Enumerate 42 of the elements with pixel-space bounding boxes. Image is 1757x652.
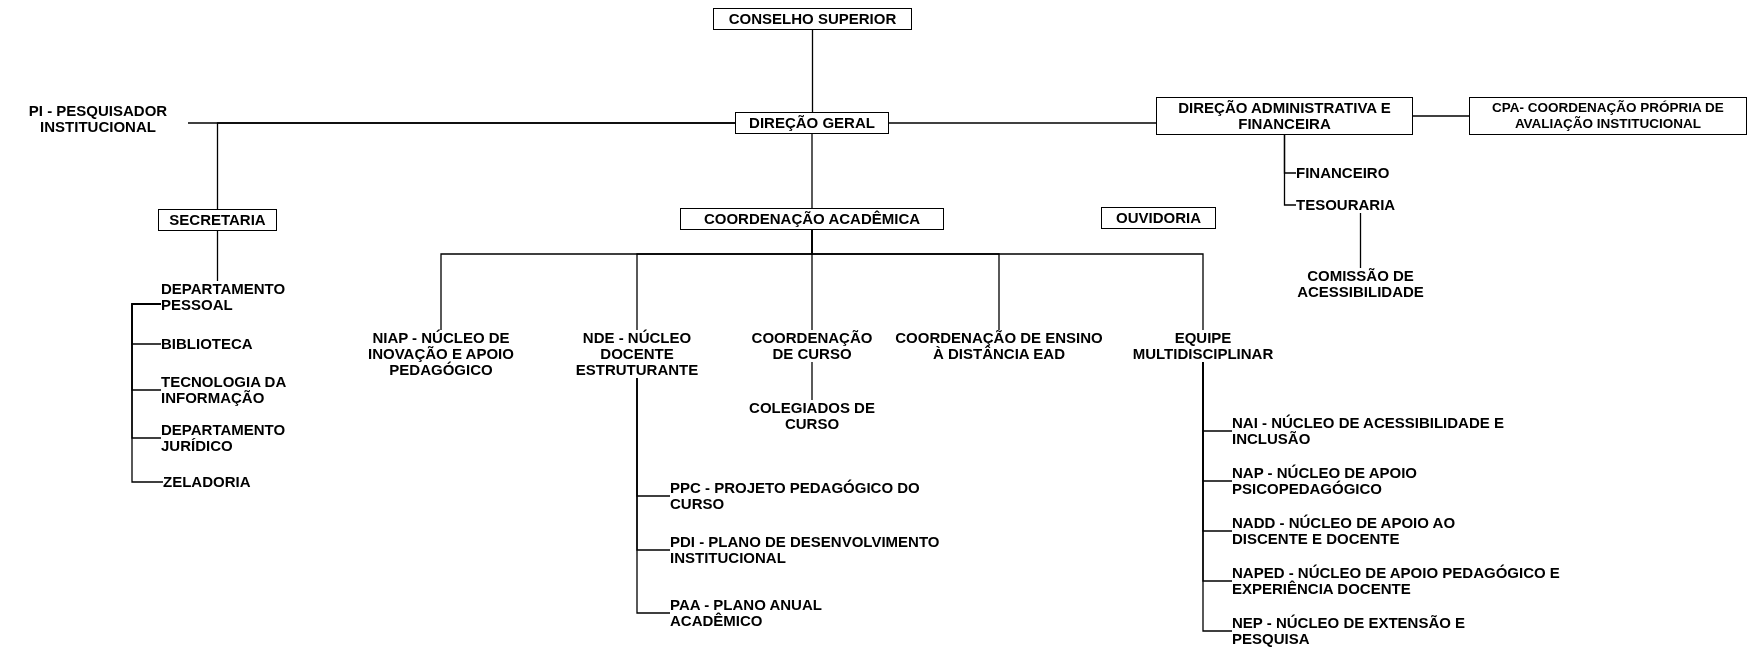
- org-label: NEP - NÚCLEO DE EXTENSÃO E PESQUISA: [1232, 615, 1467, 647]
- org-label: COMISSÃO DE ACESSIBILIDADE: [1296, 268, 1425, 300]
- org-label: DEPARTAMENTO JURÍDICO: [161, 422, 287, 454]
- connector-line: [1359, 212, 1362, 269]
- org-label: NAP - NÚCLEO DE APOIO PSICOPEDAGÓGICO: [1232, 465, 1419, 497]
- org-label: PPC - PROJETO PEDAGÓGICO DO CURSO: [670, 480, 921, 512]
- org-label: NAI - NÚCLEO DE ACESSIBILIDADE E INCLUSÃO: [1232, 415, 1505, 447]
- org-box: CONSELHO SUPERIOR: [713, 8, 912, 30]
- org-label: PDI - PLANO DE DESENVOLVIMENTO INSTITUCIONAL: [670, 534, 941, 566]
- connector-line: [1202, 361, 1233, 632]
- org-label: NADD - NÚCLEO DE APOIO AO DISCENTE E DOCENTE: [1232, 515, 1457, 547]
- org-label: TESOURARIA: [1296, 197, 1397, 213]
- connector-line: [1283, 134, 1297, 206]
- org-label: ZELADORIA: [163, 474, 252, 490]
- org-box: CPA- COORDENAÇÃO PRÓPRIA DE AVALIAÇÃO INSTITUCIONAL: [1469, 97, 1747, 135]
- connector-line: [811, 361, 813, 401]
- org-label: PI - PESQUISADOR INSTITUCIONAL: [27, 103, 169, 135]
- connector-line: [216, 230, 219, 282]
- org-box: OUVIDORIA: [1101, 207, 1216, 229]
- org-label: NDE - NÚCLEO DOCENTE ESTRUTURANTE: [574, 330, 700, 378]
- org-label: TECNOLOGIA DA INFORMAÇÃO: [161, 374, 287, 406]
- org-label: COLEGIADOS DE CURSO: [748, 400, 876, 432]
- connector-line: [1412, 115, 1470, 117]
- connector-line: [811, 29, 814, 113]
- org-label: COORDENAÇÃO DE CURSO: [750, 330, 874, 362]
- connector-line: [131, 303, 164, 483]
- connector-line: [811, 133, 813, 209]
- org-box: SECRETARIA: [158, 209, 277, 231]
- org-box: COORDENAÇÃO ACADÊMICA: [680, 208, 944, 230]
- connector-line: [216, 122, 736, 210]
- org-box: DIREÇÃO GERAL: [735, 112, 889, 134]
- org-label: PAA - PLANO ANUAL ACADÊMICO: [670, 597, 823, 629]
- org-box: DIREÇÃO ADMINISTRATIVA E FINANCEIRA: [1156, 97, 1413, 135]
- connector-line: [636, 377, 671, 614]
- org-label: DEPARTAMENTO PESSOAL: [161, 281, 287, 313]
- org-label: FINANCEIRO: [1296, 165, 1391, 181]
- org-label: EQUIPE MULTIDISCIPLINAR: [1131, 330, 1275, 362]
- connector-line: [888, 122, 1157, 124]
- org-label: COORDENAÇÃO DE ENSINO À DISTÂNCIA EAD: [894, 330, 1104, 362]
- org-label: NIAP - NÚCLEO DE INOVAÇÃO E APOIO PEDAGÓGICO: [367, 330, 515, 378]
- org-label: BIBLIOTECA: [161, 336, 254, 352]
- org-label: NAPED - NÚCLEO DE APOIO PEDAGÓGICO E EXPERIÊNCIA DOCENTE: [1232, 565, 1561, 597]
